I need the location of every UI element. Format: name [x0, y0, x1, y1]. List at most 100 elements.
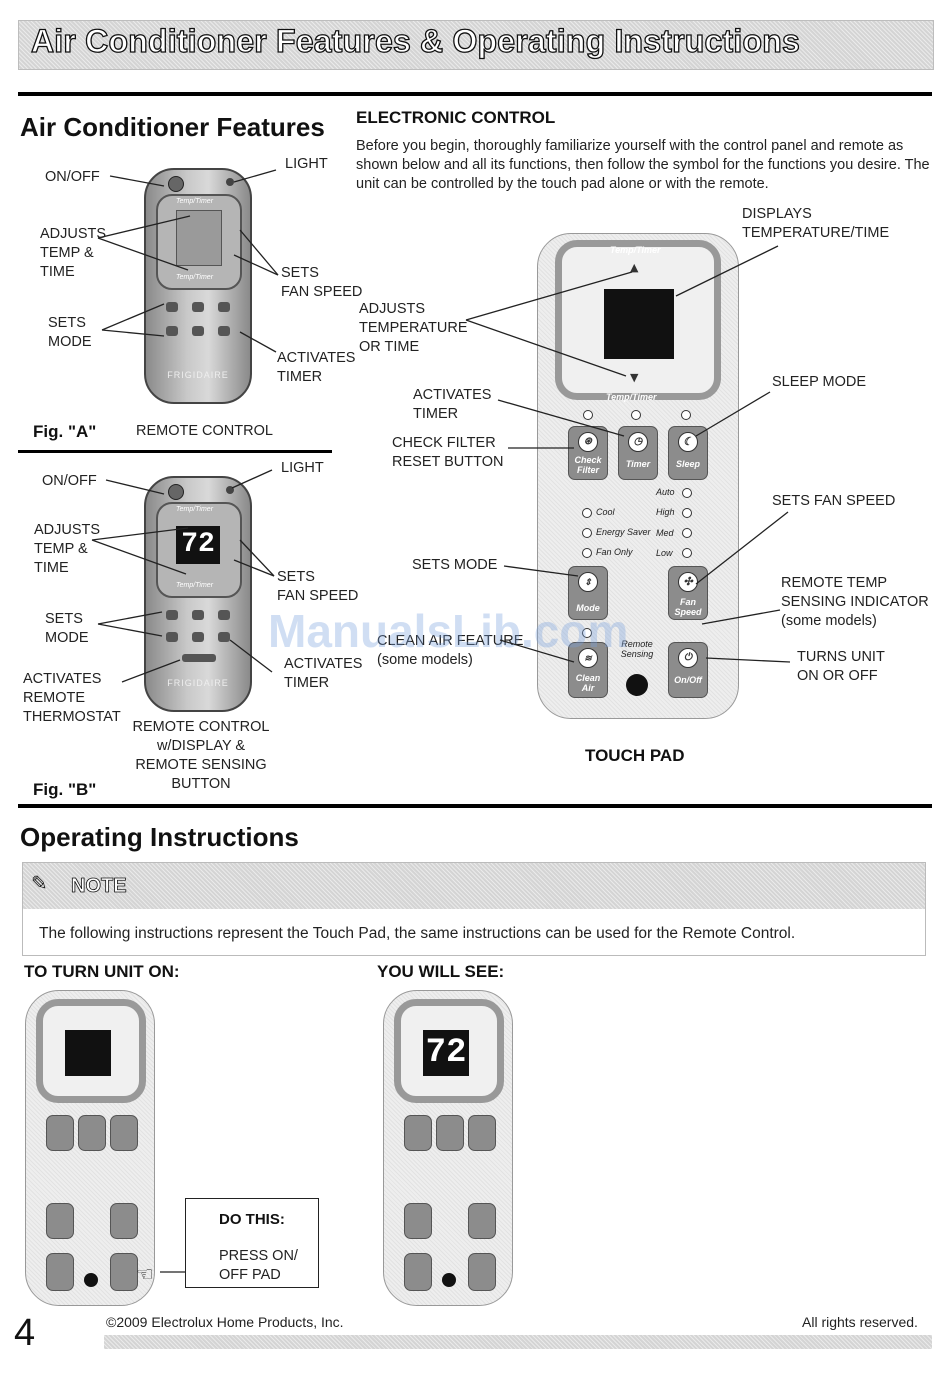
page-banner: Air Conditioner Features & Operating Ins…: [18, 20, 934, 70]
filter-indicator: [583, 410, 593, 420]
page-title: Air Conditioner Features & Operating Ins…: [30, 22, 800, 59]
fig-a-fan-label: SETS FAN SPEED: [281, 265, 363, 300]
timer-button[interactable]: [436, 1115, 464, 1151]
mode-button[interactable]: [46, 1203, 74, 1239]
mode-cool-label: Cool: [596, 507, 615, 517]
touch-pad-caption: TOUCH PAD: [585, 746, 685, 765]
fig-a-adjusts-label: ADJUSTS TEMP & TIME: [40, 226, 107, 280]
clean-air-icon: ≋: [578, 648, 598, 668]
fan-speed-button[interactable]: [110, 1203, 138, 1239]
top-rule: [18, 92, 932, 96]
touch-pad-small-on: 72: [383, 990, 513, 1306]
remote-sensing-label: Remote Sensing: [620, 639, 654, 659]
remote-sensing-button: [182, 654, 216, 662]
do-this-label: DO THIS:: [219, 1211, 285, 1228]
fig-b-caption: REMOTE CONTROL w/DISPLAY & REMOTE SENSIN…: [132, 719, 270, 792]
sleep-label: Sleep: [675, 459, 700, 469]
sleep-button[interactable]: ☾ Sleep: [668, 426, 708, 480]
speed-low-label: Low: [656, 548, 673, 558]
sleep-mode-label: SLEEP MODE: [772, 374, 867, 390]
check-filter-label: Check Filter: [574, 455, 602, 475]
electronic-intro: Before you begin, thoroughly familiarize…: [356, 138, 930, 192]
fig-b-thermostat-label: ACTIVATES REMOTE THERMOSTAT: [23, 671, 121, 725]
fan-speed-button[interactable]: [468, 1203, 496, 1239]
temp-timer-frame: [36, 999, 146, 1103]
clean-air-button[interactable]: ≋ Clean Air: [568, 642, 608, 698]
section-rule: [18, 804, 932, 808]
fig-b-light-label: LIGHT: [281, 460, 324, 476]
pad-bottom-label: Temp/Timer: [606, 392, 657, 402]
down-arrow-icon[interactable]: ▼: [630, 371, 639, 384]
brand-logo: FRIGIDAIRE: [167, 678, 229, 688]
timer-button[interactable]: ◷ Timer: [618, 426, 658, 480]
clean-air-label: Clean Air: [575, 673, 601, 693]
sensor-window: [626, 674, 648, 696]
timer-button[interactable]: [78, 1115, 106, 1151]
hand-pointer-icon: ☜: [136, 1262, 154, 1286]
note-text: The following instructions represent the…: [39, 925, 796, 942]
fig-b-fan-label: SETS FAN SPEED: [277, 569, 359, 604]
light-indicator: [226, 178, 234, 186]
fig-a-onoff-label: ON/OFF: [45, 169, 100, 185]
check-filter-button[interactable]: [404, 1115, 432, 1151]
adjusts-temperature-label: ADJUSTS TEMPERATURE OR TIME: [359, 301, 468, 355]
pad-top-label: Temp/Timer: [610, 245, 661, 255]
remote-control-b: Temp/Timer 72 Temp/Timer FRIGIDAIRE: [144, 476, 252, 712]
sets-mode-callout: SETS MODE: [412, 557, 498, 573]
speed-low-indicator: [682, 548, 692, 558]
sleep-button[interactable]: [468, 1115, 496, 1151]
displays-label: DISPLAYS TEMPERATURE/TIME: [742, 206, 890, 241]
fig-a-timer-label: ACTIVATES TIMER: [277, 350, 356, 385]
speed-high-label: High: [656, 507, 675, 517]
pad-top-label: Temp/Timer: [176, 506, 214, 513]
fan-speed-callout: SETS FAN SPEED: [772, 493, 896, 509]
fan-speed-button[interactable]: ✣ Fan Speed: [668, 566, 708, 620]
clean-air-button[interactable]: [404, 1253, 432, 1291]
sensor-window: [442, 1273, 456, 1287]
instruction-box: DO THIS: PRESS ON/ OFF PAD: [185, 1198, 319, 1288]
you-will-see-heading: YOU WILL SEE:: [377, 962, 505, 981]
clean-air-button[interactable]: [46, 1253, 74, 1291]
page-number: 4: [14, 1312, 36, 1354]
mode-energy-label: Energy Saver: [596, 527, 651, 537]
check-filter-button[interactable]: [46, 1115, 74, 1151]
fan-icon: ✣: [678, 572, 698, 592]
remote-keys: [160, 606, 236, 666]
rights: All rights reserved.: [802, 1314, 918, 1330]
fan-speed-label: Fan Speed: [674, 597, 702, 617]
pad-top-label: Temp/Timer: [176, 198, 214, 205]
fig-b-onoff-label: ON/OFF: [42, 473, 97, 489]
fig-divider: [18, 450, 332, 453]
remote-sensing-indicator: [582, 628, 592, 638]
on-off-button[interactable]: [110, 1253, 138, 1291]
copyright: ©2009 Electrolux Home Products, Inc.: [106, 1314, 344, 1330]
operating-title: Operating Instructions: [20, 822, 299, 852]
up-arrow-icon[interactable]: ▲: [630, 261, 639, 274]
check-filter-button[interactable]: ⊛ Check Filter: [568, 426, 608, 480]
mode-button[interactable]: [404, 1203, 432, 1239]
timer-indicator: [631, 410, 641, 420]
remote-display: 72: [176, 526, 220, 564]
footer-bar: [104, 1335, 932, 1349]
mode-energy-indicator: [582, 528, 592, 538]
turn-on-heading: TO TURN UNIT ON:: [24, 962, 180, 981]
adjust-pad: Temp/Timer 72 Temp/Timer: [156, 502, 242, 598]
lcd-display: [604, 289, 674, 359]
power-icon: [168, 484, 184, 500]
lcd-display-off: [65, 1030, 111, 1076]
pad-center: [176, 210, 222, 266]
fig-b-label: Fig. "B": [33, 780, 97, 799]
pad-bottom-label: Temp/Timer: [176, 582, 214, 589]
fig-b-mode-label: SETS MODE: [45, 611, 89, 646]
activates-timer-label: ACTIVATES TIMER: [413, 387, 492, 422]
clean-air-callout: CLEAN AIR FEATURE (some models): [377, 633, 524, 668]
on-off-button[interactable]: [468, 1253, 496, 1291]
on-off-button[interactable]: ⏻ On/Off: [668, 642, 708, 698]
temp-timer-frame: Temp/Timer ▲ ▼: [555, 240, 721, 400]
power-icon: [168, 176, 184, 192]
brand-logo: FRIGIDAIRE: [167, 370, 229, 380]
mode-fan-indicator: [582, 548, 592, 558]
speed-med-label: Med: [656, 528, 674, 538]
mode-cool-indicator: [582, 508, 592, 518]
sleep-button[interactable]: [110, 1115, 138, 1151]
